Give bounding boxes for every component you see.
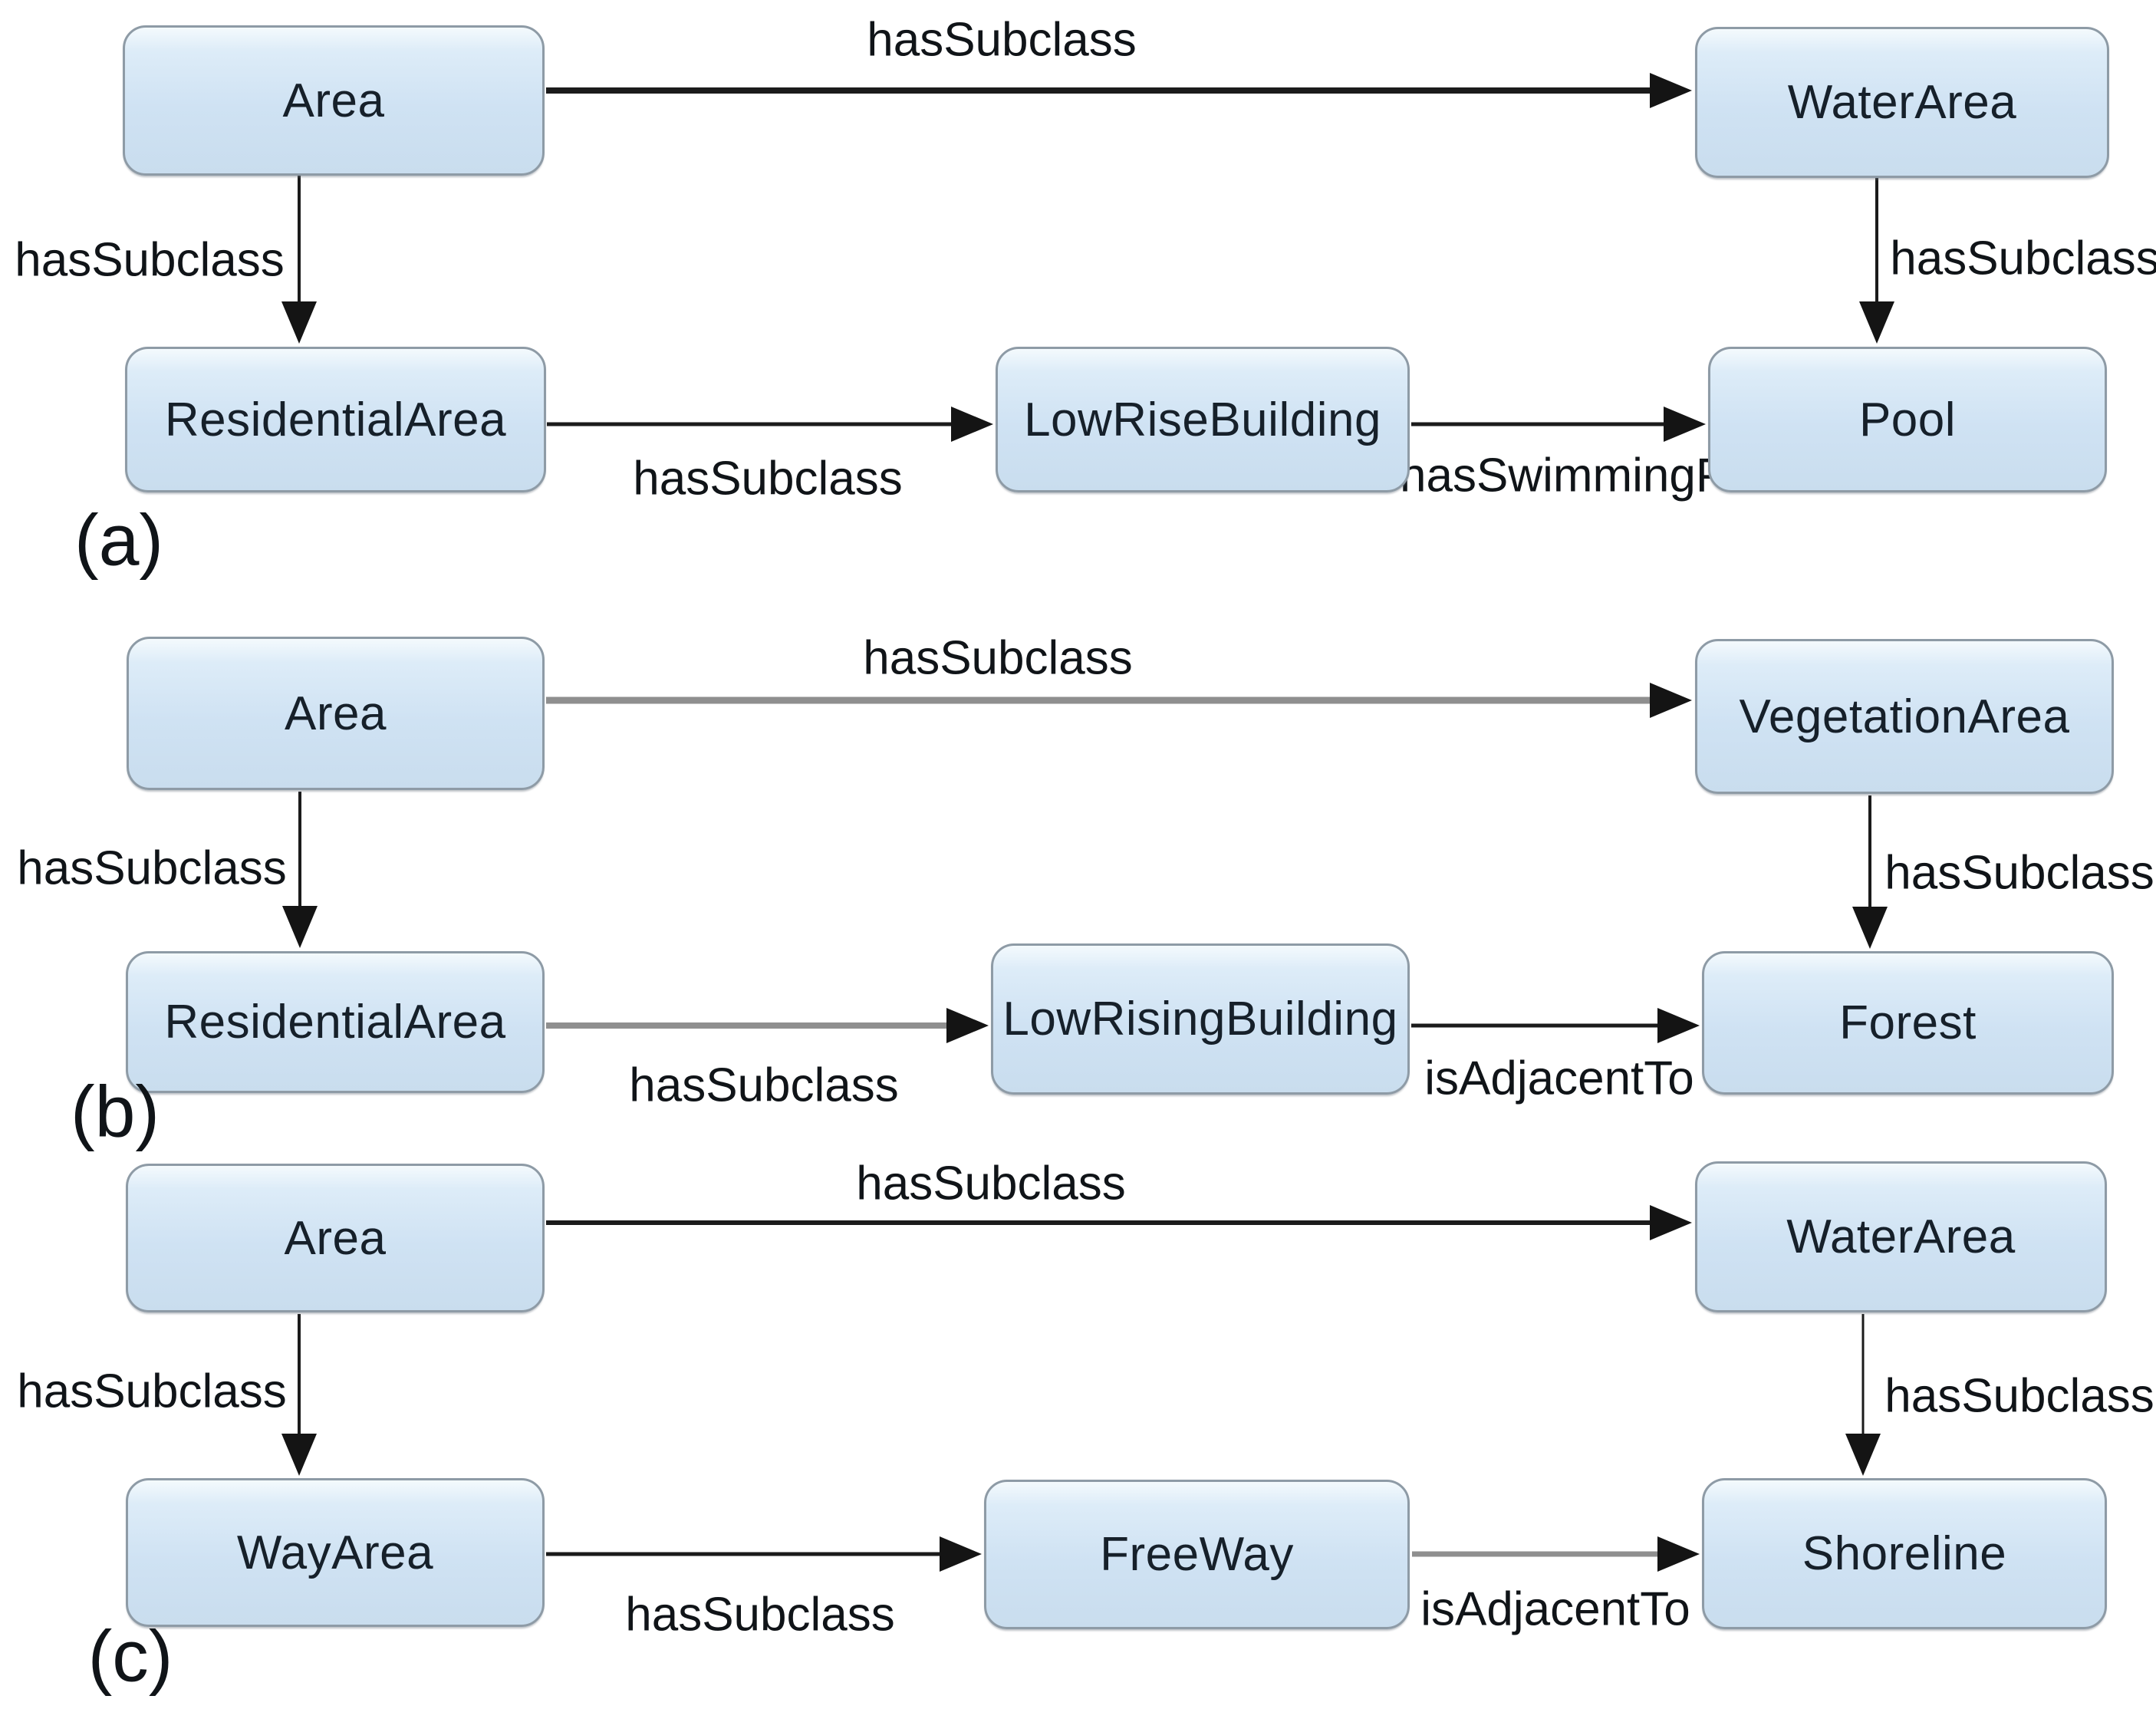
node-residentialarea: ResidentialArea bbox=[125, 347, 546, 492]
edge-label: hasSubclass bbox=[863, 631, 1133, 685]
node-label: FreeWay bbox=[1100, 1528, 1294, 1581]
arrowhead-icon bbox=[281, 301, 317, 344]
node-label: LowRisingBuilding bbox=[1002, 993, 1398, 1045]
node-pool: Pool bbox=[1708, 347, 2107, 492]
arrowhead-icon bbox=[1650, 73, 1692, 108]
node-label: VegetationArea bbox=[1739, 690, 2070, 743]
edge-label: hasSubclass bbox=[17, 1365, 287, 1418]
node-wayarea: WayArea bbox=[126, 1478, 545, 1627]
figure-caption-a: (a) bbox=[74, 499, 164, 581]
arrowhead-icon bbox=[1859, 301, 1894, 344]
arrowhead-icon bbox=[1657, 1536, 1700, 1572]
node-label: Shoreline bbox=[1802, 1527, 2007, 1580]
node-label: Area bbox=[282, 74, 385, 127]
edge-label: hasSubclass bbox=[633, 452, 903, 505]
node-residentialarea: ResidentialArea bbox=[126, 951, 545, 1093]
node-freeway: FreeWay bbox=[984, 1480, 1410, 1629]
node-area: Area bbox=[123, 25, 545, 176]
arrowhead-icon bbox=[946, 1008, 989, 1043]
arrowhead-icon bbox=[1657, 1008, 1700, 1043]
node-waterarea: WaterArea bbox=[1695, 1161, 2107, 1312]
node-lowrisingbuilding: LowRisingBuilding bbox=[991, 943, 1410, 1095]
node-label: Area bbox=[285, 687, 387, 740]
figure-caption-b: (b) bbox=[70, 1071, 160, 1153]
arrowhead-icon bbox=[1852, 907, 1888, 949]
node-lowrisebuilding: LowRiseBuilding bbox=[996, 347, 1410, 492]
edge-label: hasSubclass bbox=[15, 233, 285, 287]
arrowhead-icon bbox=[1845, 1434, 1881, 1476]
node-forest: Forest bbox=[1702, 951, 2114, 1095]
edge-label: hasSubclass bbox=[856, 1157, 1126, 1210]
node-label: Forest bbox=[1839, 996, 1977, 1049]
node-waterarea: WaterArea bbox=[1695, 27, 2109, 178]
node-label: WayArea bbox=[236, 1526, 434, 1579]
node-label: WaterArea bbox=[1787, 76, 2017, 129]
node-label: ResidentialArea bbox=[164, 393, 507, 446]
edge-label: hasSubclass bbox=[1890, 232, 2156, 285]
edge-label: isAdjacentTo bbox=[1424, 1052, 1694, 1105]
node-vegetationarea: VegetationArea bbox=[1695, 639, 2114, 794]
arrowhead-icon bbox=[1650, 683, 1692, 718]
node-label: Area bbox=[284, 1211, 387, 1265]
node-label: Pool bbox=[1858, 393, 1957, 446]
edge-label: hasSubclass bbox=[625, 1588, 895, 1641]
node-area: Area bbox=[127, 637, 545, 790]
arrowhead-icon bbox=[951, 407, 993, 442]
arrowhead-icon bbox=[940, 1536, 982, 1572]
node-label: LowRiseBuilding bbox=[1024, 393, 1381, 446]
node-shoreline: Shoreline bbox=[1702, 1478, 2107, 1629]
edge-label: isAdjacentTo bbox=[1420, 1582, 1690, 1636]
edge-label: hasSubclass bbox=[867, 13, 1137, 67]
edge-label: hasSubclass bbox=[17, 841, 287, 895]
node-label: ResidentialArea bbox=[164, 996, 506, 1049]
edge-label: hasSubclass bbox=[1884, 846, 2154, 900]
arrowhead-icon bbox=[1664, 407, 1706, 442]
node-label: WaterArea bbox=[1786, 1210, 2016, 1263]
edge-label: hasSubclass bbox=[629, 1059, 899, 1112]
node-area: Area bbox=[126, 1164, 545, 1312]
edge-label: hasSubclass bbox=[1884, 1369, 2154, 1423]
arrowhead-icon bbox=[281, 1434, 317, 1476]
figure-caption-c: (c) bbox=[87, 1615, 173, 1697]
arrowhead-icon bbox=[1650, 1205, 1692, 1240]
arrowhead-icon bbox=[282, 906, 318, 948]
